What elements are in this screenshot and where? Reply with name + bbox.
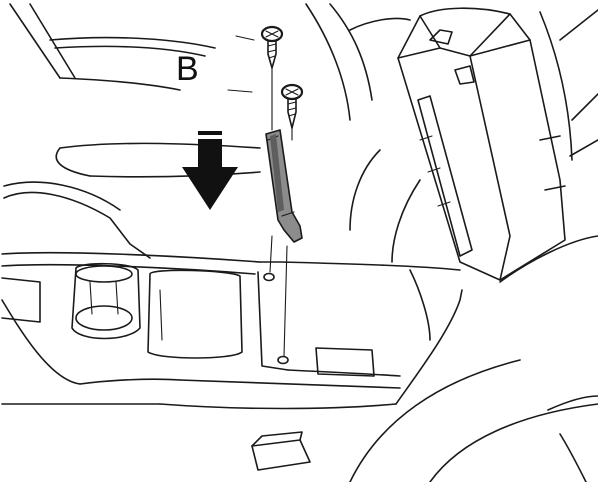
down-arrow-icon <box>182 131 238 210</box>
callout-label-b: B <box>176 50 199 88</box>
screw-icon <box>260 25 284 69</box>
screw-icon-2 <box>280 83 304 129</box>
mount-holes <box>263 272 289 365</box>
bracket <box>265 129 303 243</box>
seat-bolster <box>499 235 598 482</box>
dashboard-outline <box>9 3 261 178</box>
console-body <box>1 181 463 410</box>
cup-holder <box>1 262 375 377</box>
lower-panel <box>251 359 598 482</box>
armrest-lid <box>397 7 566 281</box>
screw-guide-lines <box>269 67 293 357</box>
seat-outline <box>305 3 598 263</box>
